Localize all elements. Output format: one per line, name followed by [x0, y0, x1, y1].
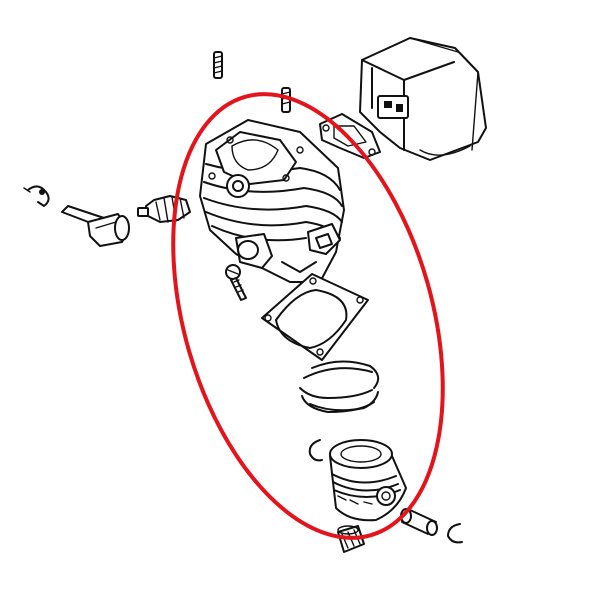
- screw: [225, 264, 247, 301]
- piston-pin: [400, 508, 438, 536]
- piston-ring-upper: [299, 360, 380, 399]
- highlight-oval: [171, 92, 445, 540]
- spark-plug-boot: [61, 205, 130, 247]
- cylinder: [199, 119, 345, 283]
- piston: [329, 439, 407, 522]
- base-gasket: [261, 273, 369, 361]
- circlip-right: [447, 523, 463, 544]
- decompression-valve: [137, 195, 191, 223]
- spring-clip: [23, 185, 50, 207]
- muffler: [359, 37, 487, 161]
- circlip-left: [308, 439, 323, 462]
- piston-ring-lower: [301, 391, 379, 413]
